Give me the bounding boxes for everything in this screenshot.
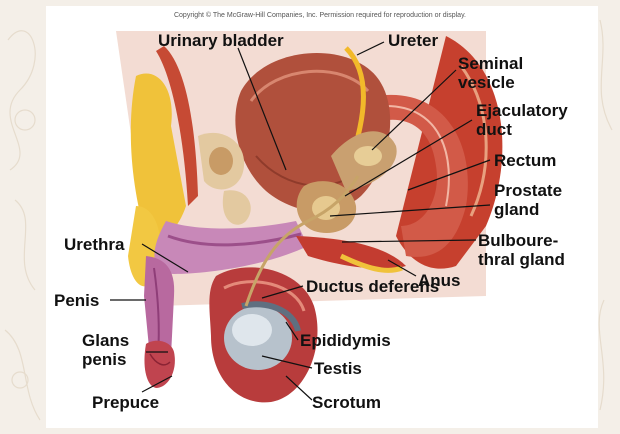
perineal-muscle [296, 236, 406, 269]
label-ejaculatory-duct-line2: duct [476, 120, 512, 139]
label-prostate-gland-line1: Prostate [494, 181, 563, 200]
label-prepuce: Prepuce [92, 393, 160, 412]
label-seminal-vesicle-line1: Seminal [458, 54, 524, 73]
label-seminal-vesicle-line2: vesicle [458, 73, 515, 92]
label-epididymis: Epididymis [300, 331, 391, 350]
label-penis: Penis [54, 291, 100, 310]
label-urethra: Urethra [64, 235, 125, 254]
label-bulbourethral-gland-line2: thral gland [478, 250, 565, 269]
label-ductus-deferens: Ductus deferens [306, 277, 440, 296]
penis-shaft [154, 221, 308, 274]
label-urinary-bladder: Urinary bladder [158, 31, 284, 50]
label-prostate-gland-line2: gland [494, 200, 540, 219]
label-anus: Anus [418, 271, 461, 290]
label-bulbourethral-gland-line1: Bulboure- [478, 231, 559, 250]
adipose-tissue-left [130, 73, 186, 240]
label-ejaculatory-duct-line1: Ejaculatory [476, 101, 568, 120]
label-glans-penis-line1: Glans [82, 331, 130, 350]
copyright-notice: Copyright © The McGraw-Hill Companies, I… [173, 12, 466, 19]
label-testis: Testis [314, 359, 362, 378]
abdominal-muscle [156, 46, 198, 206]
label-rectum: Rectum [494, 151, 557, 170]
label-glans-penis-line2: penis [82, 350, 127, 369]
label-scrotum: Scrotum [312, 393, 381, 412]
label-ureter: Ureter [388, 31, 439, 50]
